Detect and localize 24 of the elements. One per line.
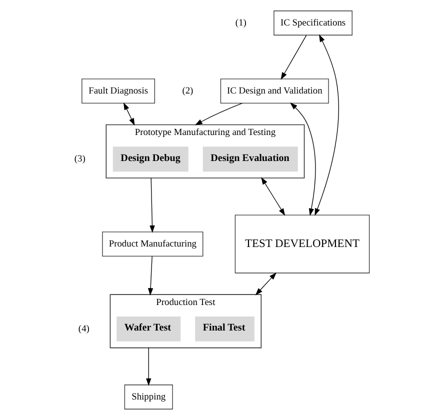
node-box: IC Design and Validation <box>220 78 329 104</box>
node-label: (4) <box>78 324 90 334</box>
node-box: Product Manufacturing <box>102 232 204 256</box>
node-box: Design Debug <box>112 146 188 172</box>
node-box: Wafer Test <box>116 316 181 342</box>
arrow <box>261 177 286 216</box>
arrow <box>194 102 243 126</box>
node-box: Shipping <box>124 384 173 410</box>
arrow <box>123 102 135 126</box>
node-label: (3) <box>74 154 86 165</box>
node-box: TEST DEVELOPMENT <box>234 214 370 274</box>
arrow <box>148 256 154 296</box>
node-box: IC Specifications <box>274 10 352 36</box>
arrow <box>314 34 339 216</box>
arrow <box>146 347 152 386</box>
arrow <box>280 34 307 80</box>
node-box: Final Test <box>195 316 254 342</box>
arrow <box>290 102 316 216</box>
arrow <box>150 178 155 233</box>
node-label: (2) <box>182 86 194 97</box>
arrow <box>255 272 276 296</box>
node-label: (1) <box>235 18 246 28</box>
node-box: Design Evaluation <box>202 146 298 172</box>
node-box: Fault Diagnosis <box>82 78 156 104</box>
